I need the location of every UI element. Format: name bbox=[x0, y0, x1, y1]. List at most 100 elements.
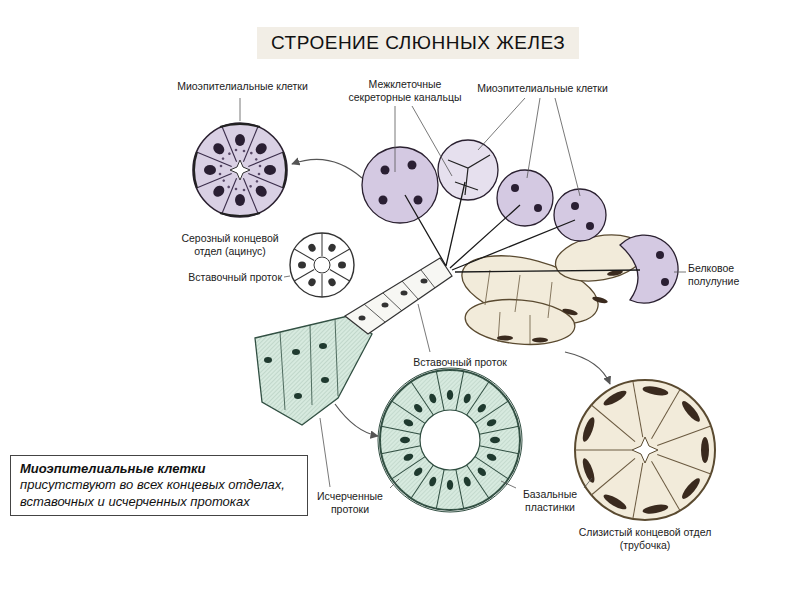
leader-line bbox=[412, 106, 452, 176]
basal-lamina bbox=[378, 368, 522, 512]
nucleus bbox=[408, 161, 417, 170]
cell-wall bbox=[456, 469, 464, 508]
intercalated-duct-section bbox=[290, 233, 354, 297]
cell-wall bbox=[280, 332, 285, 410]
cell-wall bbox=[548, 282, 552, 318]
duct-outline bbox=[380, 370, 520, 510]
nucleus bbox=[359, 316, 366, 321]
nucleus bbox=[294, 393, 302, 399]
striation-fill bbox=[255, 316, 372, 425]
myoepithelial-cell bbox=[194, 152, 197, 188]
cell-wall bbox=[633, 463, 643, 519]
serous-acinus-section bbox=[193, 123, 287, 217]
nucleus bbox=[486, 418, 498, 428]
part-label: Исчерченные протоки bbox=[300, 490, 400, 515]
nucleus bbox=[379, 196, 388, 205]
cell-wall bbox=[381, 446, 420, 454]
leader-line bbox=[418, 304, 430, 352]
serous-acinus bbox=[554, 189, 606, 241]
cell-wall bbox=[222, 127, 237, 162]
part-label: Белковое полулуние bbox=[688, 262, 770, 287]
cell-wall bbox=[310, 325, 312, 405]
nucleus bbox=[571, 202, 579, 210]
nucleus bbox=[421, 279, 428, 284]
nucleus bbox=[258, 165, 276, 176]
nucleus bbox=[476, 402, 488, 414]
myoepithelial-cell bbox=[283, 152, 286, 188]
secretory-canaliculus bbox=[405, 182, 640, 272]
nucleus bbox=[319, 343, 327, 349]
part-label: Слизистый концевой отдел (трубочка) bbox=[575, 526, 715, 551]
part-label: Вставочный проток bbox=[150, 271, 282, 284]
nucleus bbox=[532, 338, 548, 343]
nucleus bbox=[656, 251, 664, 259]
cell-wall bbox=[456, 371, 464, 410]
note-heading: Миоэпителиальные клетки bbox=[20, 461, 298, 477]
section-arrow bbox=[292, 159, 362, 178]
part-label: Миоэпителиальные клетки bbox=[160, 80, 325, 93]
cell-wall bbox=[197, 152, 232, 167]
nucleus bbox=[428, 476, 438, 488]
nucleus bbox=[680, 476, 703, 501]
cell-wall bbox=[652, 389, 681, 438]
cell-wall bbox=[485, 270, 490, 305]
mucous-tubule-section bbox=[575, 380, 715, 520]
tubule-outline bbox=[575, 380, 715, 520]
nucleus bbox=[264, 357, 272, 363]
leader-line bbox=[501, 481, 516, 488]
nucleus bbox=[534, 204, 542, 212]
nucleus bbox=[602, 388, 629, 408]
nucleus bbox=[382, 303, 389, 308]
nucleus bbox=[592, 296, 609, 305]
nucleus bbox=[204, 165, 222, 176]
nucleus bbox=[338, 262, 346, 269]
part-label: Базальные пластинки bbox=[500, 488, 600, 513]
nucleus bbox=[701, 437, 709, 463]
leader-line bbox=[584, 478, 592, 488]
nucleus bbox=[400, 437, 410, 443]
nucleus bbox=[401, 291, 408, 296]
part-label: Миоэпителиальные клетки bbox=[465, 82, 620, 95]
nucleus bbox=[580, 416, 596, 443]
striation-fill bbox=[380, 370, 520, 510]
myoepithelial-cell bbox=[220, 124, 260, 127]
cell-wall bbox=[222, 178, 237, 213]
lumen bbox=[420, 410, 480, 470]
nucleus bbox=[602, 492, 629, 512]
nucleus bbox=[462, 476, 472, 488]
cell-wall bbox=[322, 233, 323, 256]
cell-wall bbox=[530, 315, 531, 344]
cell-wall bbox=[383, 293, 402, 311]
cell-wall bbox=[436, 469, 444, 508]
nucleus bbox=[661, 278, 669, 286]
cell-wall bbox=[515, 275, 520, 312]
part-label: Межклеточные секреторные канальцы bbox=[340, 78, 470, 103]
striated-duct-section bbox=[378, 368, 522, 512]
nucleus bbox=[428, 393, 438, 405]
nucleus bbox=[447, 390, 453, 400]
leader-line bbox=[395, 106, 396, 172]
lumen bbox=[632, 437, 658, 463]
section-arrow bbox=[335, 404, 378, 436]
intercalated-duct bbox=[345, 258, 452, 334]
nucleus bbox=[447, 480, 453, 490]
duct-outline bbox=[290, 233, 354, 297]
nucleus bbox=[412, 402, 424, 414]
cell-wall bbox=[591, 405, 635, 442]
cell-wall bbox=[243, 178, 258, 213]
nucleus bbox=[486, 452, 498, 462]
nucleus bbox=[381, 166, 390, 175]
cell-wall bbox=[322, 274, 323, 297]
nucleus bbox=[235, 188, 246, 206]
cell-wall bbox=[402, 281, 418, 299]
leader-line bbox=[320, 418, 330, 487]
part-label: Вставочный проток bbox=[400, 356, 520, 369]
serous-acinus bbox=[438, 140, 498, 200]
cell-wall bbox=[335, 319, 338, 396]
nucleus bbox=[414, 196, 423, 205]
myoepithelial-cell bbox=[448, 155, 490, 195]
nucleus bbox=[412, 466, 424, 478]
cell-wall bbox=[243, 127, 258, 162]
nucleus bbox=[292, 349, 300, 355]
striated-duct bbox=[255, 316, 372, 425]
